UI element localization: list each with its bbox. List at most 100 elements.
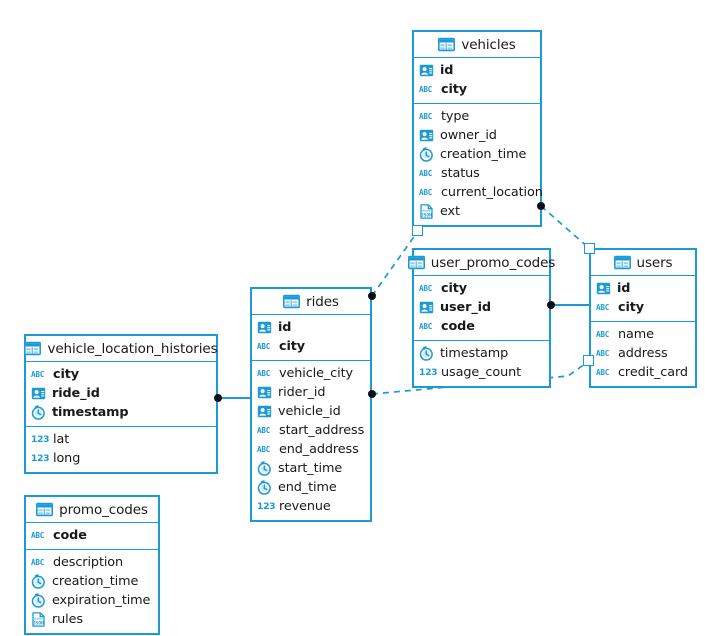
table-icon bbox=[283, 294, 301, 309]
abc-string-icon: ABC bbox=[596, 303, 610, 312]
column-row[interactable]: JSON ext bbox=[414, 202, 540, 221]
key-id-icon bbox=[419, 63, 434, 78]
column-row[interactable]: rider_id bbox=[252, 383, 370, 402]
table-header-user_promo_codes[interactable]: user_promo_codes bbox=[407, 250, 555, 276]
column-name: vehicle_id bbox=[278, 404, 341, 419]
clock-timestamp-icon bbox=[419, 346, 434, 361]
column-row[interactable]: timestamp bbox=[414, 344, 549, 363]
column-row[interactable]: id bbox=[252, 318, 370, 337]
abc-string-icon: ABC bbox=[419, 284, 433, 293]
table-header-vehicles[interactable]: vehicles bbox=[414, 32, 540, 58]
table-icon bbox=[407, 255, 425, 270]
column-name: lat bbox=[53, 432, 70, 447]
table-title: promo_codes bbox=[59, 501, 148, 518]
column-name: rider_id bbox=[278, 385, 326, 400]
abc-string-icon: ABC bbox=[596, 368, 610, 377]
abc-string-icon: ABC bbox=[31, 370, 45, 379]
column-name: usage_count bbox=[441, 365, 522, 380]
column-row[interactable]: expiration_time bbox=[26, 591, 158, 610]
column-name: description bbox=[53, 555, 124, 570]
123-number-icon: 123 bbox=[31, 453, 50, 464]
column-row[interactable]: ABC description bbox=[26, 553, 158, 572]
abc-string-icon: ABC bbox=[419, 322, 433, 331]
column-row[interactable]: id bbox=[414, 61, 540, 80]
column-row[interactable]: vehicle_id bbox=[252, 402, 370, 421]
table-header-promo_codes[interactable]: promo_codes bbox=[26, 497, 158, 523]
table-icon bbox=[438, 37, 456, 52]
column-row[interactable]: id bbox=[591, 279, 695, 298]
table-title: rides bbox=[306, 293, 339, 310]
column-name: owner_id bbox=[440, 128, 497, 143]
clock-timestamp-icon bbox=[257, 480, 272, 495]
abc-string-icon: ABC bbox=[257, 426, 271, 435]
relationship-endpoint-dot bbox=[214, 394, 222, 402]
table-title: vehicle_location_histories bbox=[47, 340, 218, 357]
123-number-icon: 123 bbox=[419, 367, 438, 378]
table-header-users[interactable]: users bbox=[591, 250, 695, 276]
key-id-icon bbox=[31, 386, 46, 401]
column-name: creation_time bbox=[52, 574, 139, 589]
table-header-rides[interactable]: rides bbox=[252, 289, 370, 315]
column-row[interactable]: end_time bbox=[252, 478, 370, 497]
column-name: city bbox=[441, 82, 468, 97]
column-name: creation_time bbox=[440, 147, 527, 162]
column-row[interactable]: start_time bbox=[252, 459, 370, 478]
column-row[interactable]: timestamp bbox=[26, 403, 216, 422]
column-row[interactable]: ABC city bbox=[414, 80, 540, 99]
key-id-icon bbox=[419, 300, 434, 315]
column-name: ext bbox=[440, 204, 460, 219]
clock-timestamp-icon bbox=[31, 593, 46, 608]
column-row[interactable]: ride_id bbox=[26, 384, 216, 403]
abc-string-icon: ABC bbox=[419, 85, 433, 94]
column-name: revenue bbox=[279, 499, 331, 514]
table-icon bbox=[613, 255, 631, 270]
clock-timestamp-icon bbox=[419, 147, 434, 162]
column-row[interactable]: creation_time bbox=[414, 145, 540, 164]
column-name: timestamp bbox=[52, 405, 129, 420]
column-name: id bbox=[617, 281, 631, 296]
table-header-vehicle_location_histories[interactable]: vehicle_location_histories bbox=[24, 336, 218, 362]
relationship-endpoint-dot bbox=[537, 202, 545, 210]
abc-string-icon: ABC bbox=[257, 369, 271, 378]
abc-string-icon: ABC bbox=[31, 558, 45, 567]
relationship-endpoint-dot bbox=[547, 301, 555, 309]
column-row[interactable]: user_id bbox=[414, 298, 549, 317]
json-document-icon: JSON bbox=[419, 204, 434, 219]
relationship-endpoint-dot bbox=[368, 390, 376, 398]
key-id-icon bbox=[257, 385, 272, 400]
column-row[interactable]: creation_time bbox=[26, 572, 158, 591]
column-row[interactable]: owner_id bbox=[414, 126, 540, 145]
column-name: timestamp bbox=[440, 346, 509, 361]
relationship-endpoint-square bbox=[412, 225, 423, 236]
